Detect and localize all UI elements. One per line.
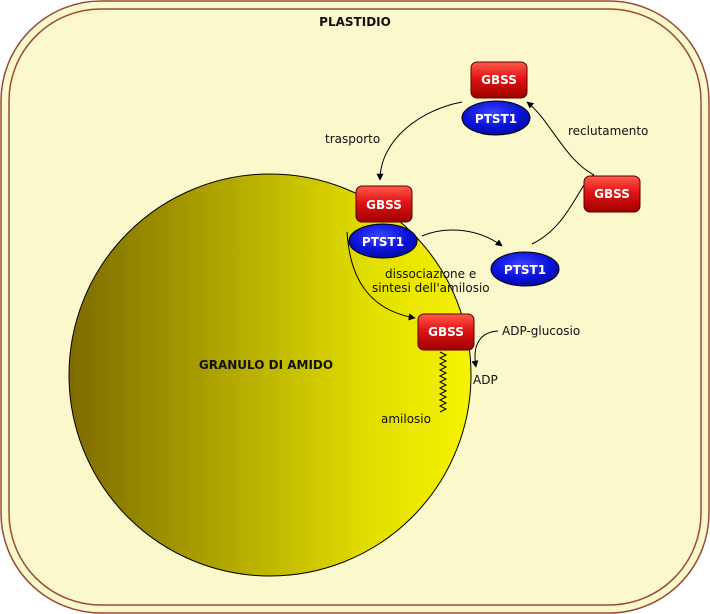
granule-label: GRANULO DI AMIDO [199,358,333,372]
gbss-bound-box [355,185,413,223]
gbss-active-box [417,313,475,351]
dissociation-label-line2: sintesi dell'amilosio [372,281,490,295]
gbss-bound-label: GBSS [366,198,402,212]
gbss-free-label: GBSS [594,187,630,201]
ptst1-bound-label: PTST1 [362,235,404,249]
dissociation-label-line1: dissociazione e [385,267,476,281]
adp-glucose-label: ADP-glucosio [502,324,580,338]
recruitment-label: reclutamento [568,124,648,138]
transport-label: trasporto [325,132,380,146]
ptst1-top-ellipse [461,100,531,136]
transport-arrow [376,101,463,181]
starch-granule [68,173,472,577]
gbss-top-label: GBSS [481,73,517,87]
gbss-top-box [470,61,528,99]
amylose-label: amilosio [381,412,431,426]
plastid-title: PLASTIDIO [319,15,391,29]
adp-label: ADP [473,373,498,387]
ptst1-free-label: PTST1 [504,263,546,277]
adp-glucose-arrow [471,330,499,368]
gbss-active-label: GBSS [428,325,464,339]
amylose-chain [438,351,448,413]
ptst1-bound-ellipse [348,223,418,259]
dissociation-arrow-gbss [346,231,416,321]
dissociation-arrow-ptst1 [421,229,503,247]
gbss-free-box [583,175,641,213]
ptst1-free-ellipse [490,251,560,287]
recruitment-arrow [526,101,595,176]
plastid-inner-border [8,8,702,606]
ptst1-top-label: PTST1 [475,112,517,126]
